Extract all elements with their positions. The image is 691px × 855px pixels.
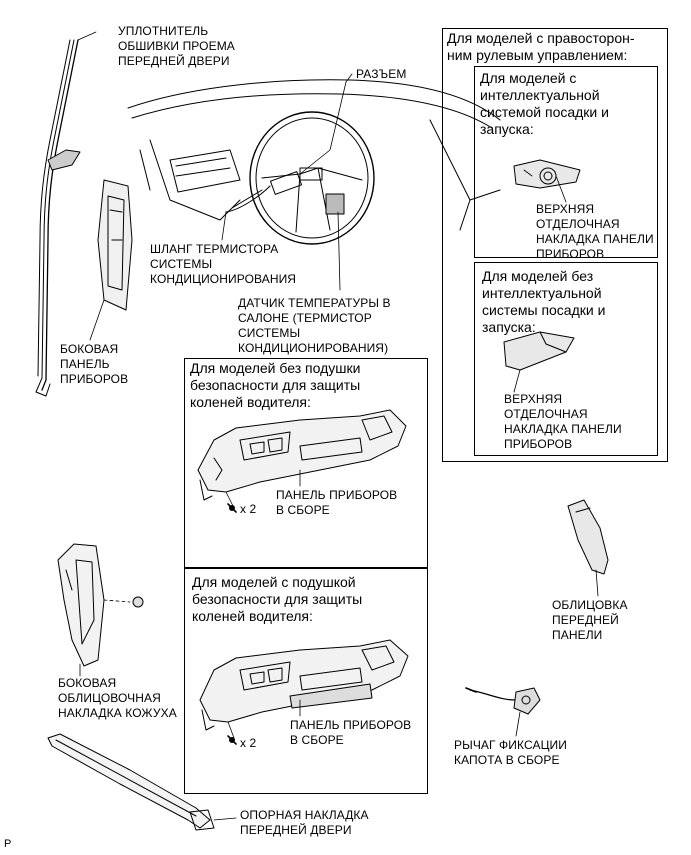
hose-label: ШЛАНГ ТЕРМИСТОРА СИСТЕМЫ КОНДИЦИОНИРОВАН… bbox=[150, 242, 296, 287]
no-knee-airbag-title-line: коленей водителя: bbox=[190, 394, 311, 410]
side-cover-label-line: НАКЛАДКА КОЖУХА bbox=[58, 706, 177, 720]
upper-trim-smart-label-line: ПРИБОРОВ bbox=[536, 247, 605, 261]
upper-trim-smart-label-line: ВЕРХНЯЯ bbox=[536, 202, 595, 216]
smart-entry-title: Для моделей с интеллектуальной системой … bbox=[480, 70, 609, 138]
side-panel-label-line: БОКОВАЯ bbox=[60, 342, 119, 356]
dashboard-drawing bbox=[127, 73, 501, 291]
connector-label: РАЗЪЕМ bbox=[356, 67, 407, 81]
instrument-panel-b-label-line: В СБОРЕ bbox=[290, 733, 344, 747]
sensor-label-line: САЛОНЕ (ТЕРМИСТОР bbox=[238, 311, 372, 325]
smart-entry-title-line: Для моделей с bbox=[480, 70, 577, 86]
clip-quantity-a: x 2 bbox=[240, 502, 257, 516]
no-smart-entry-title-line: Для моделей без bbox=[482, 268, 594, 284]
side-cover-label-line: БОКОВАЯ bbox=[58, 676, 117, 690]
no-knee-airbag-title-line: безопасности для защиты bbox=[190, 377, 361, 393]
upper-trim-nosmart-label-line: НАКЛАДКА ПАНЕЛИ bbox=[504, 422, 622, 436]
door-seal-label: УПЛОТНИТЕЛЬ ОБШИВКИ ПРОЕМА ПЕРЕДНЕЙ ДВЕР… bbox=[118, 24, 235, 69]
knee-airbag-box bbox=[184, 568, 428, 794]
sensor-label-line: СИСТЕМЫ bbox=[238, 326, 301, 340]
hood-lever-label-line: КАПОТА В СБОРЕ bbox=[454, 753, 560, 767]
smart-entry-title-line: системой посадки и bbox=[480, 104, 609, 120]
door-seal-label-line: ПЕРЕДНЕЙ ДВЕРИ bbox=[118, 54, 230, 68]
side-panel-drawing bbox=[89, 179, 133, 341]
front-panel-drawing bbox=[567, 499, 609, 597]
side-panel-label-line: ПАНЕЛЬ bbox=[60, 357, 110, 371]
scuff-plate-label-line: ПЕРЕДНЕЙ ДВЕРИ bbox=[240, 823, 352, 837]
instrument-panel-a-label: ПАНЕЛЬ ПРИБОРОВ В СБОРЕ bbox=[276, 488, 397, 518]
upper-trim-nosmart-label-line: ПРИБОРОВ bbox=[504, 437, 573, 451]
side-cover-label-line: ОБЛИЦОВОЧНАЯ bbox=[58, 691, 161, 705]
no-smart-entry-title: Для моделей без интеллектуальной системы… bbox=[482, 268, 605, 336]
instrument-panel-a-drawing bbox=[197, 409, 407, 513]
smart-entry-title-line: интеллектуальной bbox=[480, 87, 600, 103]
no-smart-entry-box bbox=[474, 262, 658, 456]
hood-lever-drawing bbox=[465, 687, 541, 737]
door-seal-drawing bbox=[35, 31, 97, 397]
upper-trim-smart-label-line: ОТДЕЛОЧНАЯ bbox=[536, 217, 620, 231]
hose-label-line: КОНДИЦИОНИРОВАНИЯ bbox=[150, 272, 297, 286]
hood-lever-label-line: РЫЧАГ ФИКСАЦИИ bbox=[454, 738, 567, 752]
upper-trim-nosmart-label-line: ОТДЕЛОЧНАЯ bbox=[504, 407, 588, 421]
door-seal-label-line: ОБШИВКИ ПРОЕМА bbox=[118, 39, 235, 53]
no-smart-entry-title-line: запуска: bbox=[482, 319, 536, 335]
no-knee-airbag-title: Для моделей без подушки безопасности для… bbox=[190, 360, 360, 411]
rhd-box-title-line: ним рулевым управлением: bbox=[447, 47, 628, 63]
instrument-panel-b-drawing bbox=[199, 639, 409, 745]
instrument-panel-b-label-line: ПАНЕЛЬ ПРИБОРОВ bbox=[290, 718, 412, 732]
scuff-plate-drawing bbox=[47, 733, 237, 831]
side-cover-drawing bbox=[57, 543, 144, 677]
scuff-plate-label-line: ОПОРНАЯ НАКЛАДКА bbox=[240, 808, 369, 822]
upper-trim-smart-label: ВЕРХНЯЯ ОТДЕЛОЧНАЯ НАКЛАДКА ПАНЕЛИ ПРИБО… bbox=[536, 202, 654, 262]
knee-airbag-title-line: Для моделей с подушкой bbox=[192, 574, 356, 590]
sensor-label: ДАТЧИК ТЕМПЕРАТУРЫ В САЛОНЕ (ТЕРМИСТОР С… bbox=[238, 296, 391, 356]
rhd-box-title-line: Для моделей с правосторон- bbox=[447, 30, 635, 46]
door-seal-label-line: УПЛОТНИТЕЛЬ bbox=[118, 24, 209, 38]
sensor-label-line: КОНДИЦИОНИРОВАНИЯ) bbox=[238, 341, 389, 355]
smart-entry-box bbox=[474, 66, 658, 258]
front-panel-label-line: ПАНЕЛИ bbox=[552, 628, 603, 642]
no-knee-airbag-title-line: Для моделей без подушки bbox=[190, 360, 361, 376]
hose-label-line: ШЛАНГ ТЕРМИСТОРА bbox=[150, 242, 279, 256]
front-panel-label: ОБЛИЦОВКА ПЕРЕДНЕЙ ПАНЕЛИ bbox=[552, 598, 628, 643]
upper-trim-nosmart-drawing bbox=[503, 331, 575, 393]
knee-airbag-title: Для моделей с подушкой безопасности для … bbox=[192, 574, 362, 625]
side-panel-label-line: ПРИБОРОВ bbox=[60, 372, 129, 386]
upper-trim-smart-label-line: НАКЛАДКА ПАНЕЛИ bbox=[536, 232, 654, 246]
side-cover-label: БОКОВАЯ ОБЛИЦОВОЧНАЯ НАКЛАДКА КОЖУХА bbox=[58, 676, 177, 721]
figure-code: P bbox=[4, 838, 12, 850]
instrument-panel-a-label-line: ПАНЕЛЬ ПРИБОРОВ bbox=[276, 488, 398, 502]
no-smart-entry-title-line: интеллектуальной bbox=[482, 285, 602, 301]
hood-lever-label: РЫЧАГ ФИКСАЦИИ КАПОТА В СБОРЕ bbox=[454, 738, 567, 768]
no-knee-airbag-box bbox=[184, 358, 428, 568]
no-smart-entry-title-line: системы посадки и bbox=[482, 302, 606, 318]
hose-label-line: СИСТЕМЫ bbox=[150, 257, 213, 271]
upper-trim-nosmart-label-line: ВЕРХНЯЯ bbox=[504, 392, 563, 406]
rhd-box bbox=[442, 28, 668, 462]
instrument-panel-a-label-line: В СБОРЕ bbox=[276, 503, 330, 517]
knee-airbag-title-line: безопасности для защиты bbox=[192, 591, 363, 607]
instrument-panel-b-label: ПАНЕЛЬ ПРИБОРОВ В СБОРЕ bbox=[290, 718, 411, 748]
smart-entry-title-line: запуска: bbox=[480, 121, 534, 137]
rhd-box-title: Для моделей с правосторон- ним рулевым у… bbox=[447, 30, 635, 64]
front-panel-label-line: ПЕРЕДНЕЙ bbox=[552, 613, 619, 627]
knee-airbag-title-line: коленей водителя: bbox=[192, 608, 313, 624]
scuff-plate-label: ОПОРНАЯ НАКЛАДКА ПЕРЕДНЕЙ ДВЕРИ bbox=[240, 808, 369, 838]
upper-trim-smart-drawing bbox=[513, 159, 581, 203]
side-panel-label: БОКОВАЯ ПАНЕЛЬ ПРИБОРОВ bbox=[60, 342, 128, 387]
upper-trim-nosmart-label: ВЕРХНЯЯ ОТДЕЛОЧНАЯ НАКЛАДКА ПАНЕЛИ ПРИБО… bbox=[504, 392, 622, 452]
clip-quantity-b: x 2 bbox=[240, 736, 257, 750]
front-panel-label-line: ОБЛИЦОВКА bbox=[552, 598, 628, 612]
sensor-label-line: ДАТЧИК ТЕМПЕРАТУРЫ В bbox=[238, 296, 391, 310]
